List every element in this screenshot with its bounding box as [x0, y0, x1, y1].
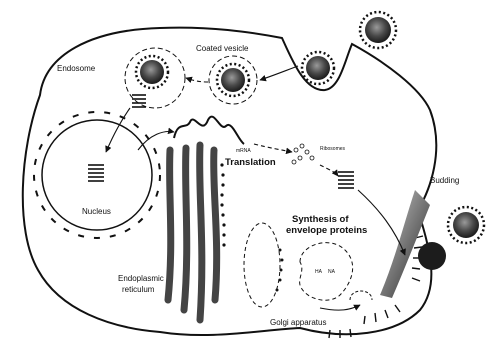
ha-label: HA — [315, 269, 323, 275]
nucleus — [34, 112, 160, 238]
na-label: NA — [328, 269, 336, 275]
protein-strands — [338, 172, 354, 188]
er-label-line1: Endoplasmic — [118, 274, 164, 283]
virion-extracellular-top — [360, 12, 396, 48]
endosome-label: Endosome — [57, 64, 96, 73]
synthesis-label-line1: Synthesis of — [292, 214, 349, 225]
budding-label: Budding — [430, 176, 459, 185]
endoplasmic-reticulum — [168, 145, 217, 320]
ribosomes-label: Ribosomes — [320, 146, 346, 152]
er-label-line2: reticulum — [122, 285, 155, 294]
er-ribosomes — [220, 163, 225, 246]
virion-attaching — [302, 52, 334, 84]
transport-vesicle — [350, 291, 372, 300]
mrna-label: mRNA — [236, 148, 251, 154]
mrna-strand — [174, 117, 244, 144]
ribosome-cluster — [292, 144, 314, 164]
synthesis-label-line2: envelope proteins — [286, 225, 367, 236]
coated-vesicle-label: Coated vesicle — [196, 44, 249, 53]
endosome — [125, 48, 185, 108]
coated-vesicle — [209, 56, 257, 104]
budding-virion — [380, 190, 446, 298]
virion-budded — [448, 207, 484, 243]
golgi-label: Golgi apparatus — [270, 318, 326, 327]
nucleus-label: Nucleus — [82, 207, 111, 216]
translation-label: Translation — [225, 157, 276, 168]
